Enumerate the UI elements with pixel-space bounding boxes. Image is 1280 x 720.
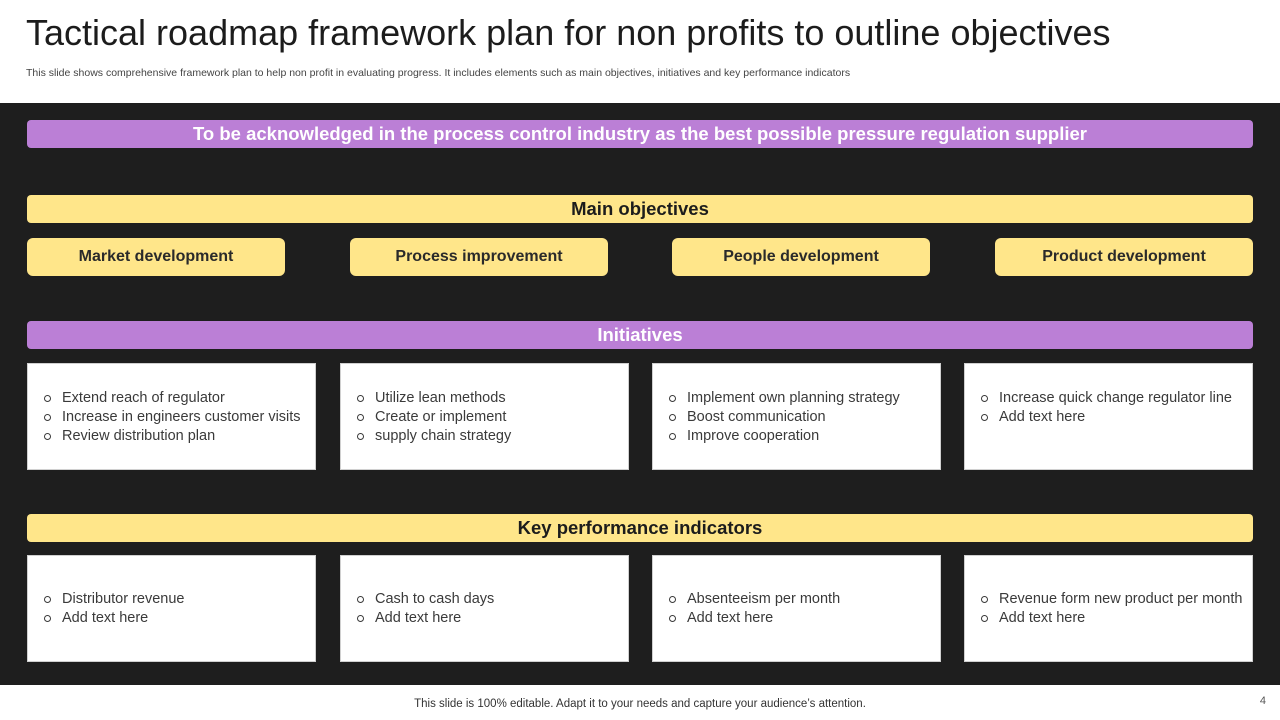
objective-product-development: Product development <box>995 238 1253 276</box>
footer-note: This slide is 100% editable. Adapt it to… <box>414 698 866 710</box>
list-item: Create or implement <box>357 408 624 427</box>
page-number: 4 <box>1259 695 1266 707</box>
vision-banner: To be acknowledged in the process contro… <box>27 120 1253 148</box>
bullet-icon <box>669 395 676 402</box>
kpi-text: Add text here <box>999 610 1086 626</box>
list-item: Add text here <box>357 609 624 628</box>
bullet-icon <box>44 395 51 402</box>
bullet-icon <box>44 414 51 421</box>
bullet-icon <box>981 395 988 402</box>
initiatives-box-4: Increase quick change regulator line Add… <box>964 363 1253 470</box>
bullet-icon <box>669 596 676 603</box>
bullet-icon <box>981 615 988 622</box>
initiatives-box-2: Utilize lean methods Create or implement… <box>340 363 629 470</box>
list-item: Add text here <box>44 609 311 628</box>
initiative-text: Add text here <box>999 409 1086 425</box>
initiative-text: Extend reach of regulator <box>62 390 225 406</box>
kpi-box-3: Absenteeism per month Add text here <box>652 555 941 662</box>
kpi-text: Add text here <box>375 610 462 626</box>
objective-people-development: People development <box>672 238 930 276</box>
kpi-heading: Key performance indicators <box>27 514 1253 542</box>
list-item: Boost communication <box>669 408 936 427</box>
initiatives-heading: Initiatives <box>27 321 1253 349</box>
list-item: Increase in engineers customer visits <box>44 408 311 427</box>
slide-subtitle: This slide shows comprehensive framework… <box>26 67 851 79</box>
bullet-icon <box>44 596 51 603</box>
list-item: Utilize lean methods <box>357 389 624 408</box>
initiative-text: Increase in engineers customer visits <box>62 409 301 425</box>
kpi-box-4: Revenue form new product per month Add t… <box>964 555 1253 662</box>
list-item: Distributor revenue <box>44 590 311 609</box>
kpi-text: Distributor revenue <box>62 591 185 607</box>
objective-market-development: Market development <box>27 238 285 276</box>
list-item: Add text here <box>669 609 936 628</box>
initiative-text: supply chain strategy <box>375 428 512 444</box>
bullet-icon <box>669 433 676 440</box>
main-objectives-heading: Main objectives <box>27 195 1253 223</box>
bullet-icon <box>357 433 364 440</box>
kpi-text: Add text here <box>687 610 774 626</box>
list-item: Cash to cash days <box>357 590 624 609</box>
list-item: Review distribution plan <box>44 427 311 446</box>
list-item: Absenteeism per month <box>669 590 936 609</box>
initiatives-box-3: Implement own planning strategy Boost co… <box>652 363 941 470</box>
list-item: Add text here <box>981 609 1248 628</box>
bullet-icon <box>357 414 364 421</box>
kpi-box-1: Distributor revenue Add text here <box>27 555 316 662</box>
list-item: Implement own planning strategy <box>669 389 936 408</box>
initiative-text: Increase quick change regulator line <box>999 390 1232 406</box>
bullet-icon <box>357 395 364 402</box>
list-item: supply chain strategy <box>357 427 624 446</box>
bullet-icon <box>357 596 364 603</box>
kpi-text: Cash to cash days <box>375 591 495 607</box>
bullet-icon <box>669 615 676 622</box>
kpi-text: Absenteeism per month <box>687 591 841 607</box>
objective-process-improvement: Process improvement <box>350 238 608 276</box>
list-item: Improve cooperation <box>669 427 936 446</box>
initiatives-box-1: Extend reach of regulator Increase in en… <box>27 363 316 470</box>
list-item: Extend reach of regulator <box>44 389 311 408</box>
list-item: Revenue form new product per month <box>981 590 1248 609</box>
bullet-icon <box>669 414 676 421</box>
slide-title: Tactical roadmap framework plan for non … <box>26 12 1111 53</box>
list-item: Increase quick change regulator line <box>981 389 1248 408</box>
initiative-text: Boost communication <box>687 409 826 425</box>
initiative-text: Review distribution plan <box>62 428 216 444</box>
kpi-text: Revenue form new product per month <box>999 591 1243 607</box>
bullet-icon <box>44 615 51 622</box>
initiative-text: Implement own planning strategy <box>687 390 900 406</box>
kpi-text: Add text here <box>62 610 149 626</box>
initiative-text: Utilize lean methods <box>375 390 506 406</box>
initiative-text: Improve cooperation <box>687 428 820 444</box>
bullet-icon <box>981 414 988 421</box>
kpi-box-2: Cash to cash days Add text here <box>340 555 629 662</box>
bullet-icon <box>357 615 364 622</box>
initiative-text: Create or implement <box>375 409 507 425</box>
bullet-icon <box>981 596 988 603</box>
list-item: Add text here <box>981 408 1248 427</box>
bullet-icon <box>44 433 51 440</box>
